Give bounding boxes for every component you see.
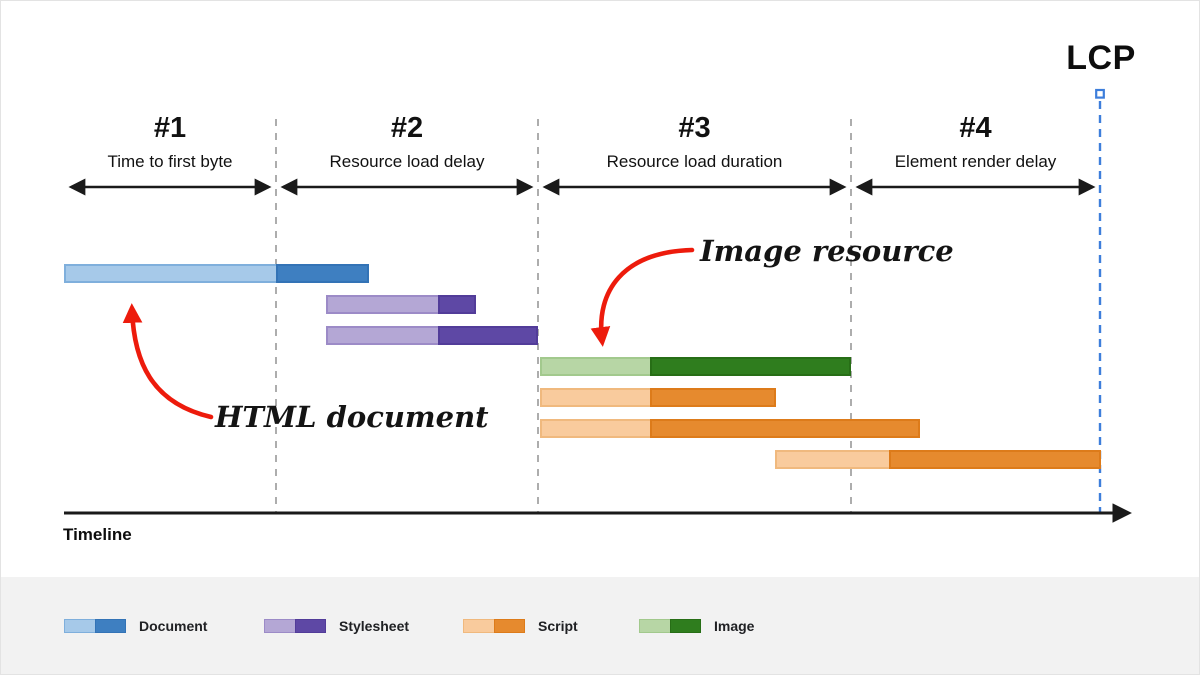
phase-number: #2 [390,112,424,144]
legend-item-stylesheet: Stylesheet [264,619,424,634]
legend-label: Image [714,618,755,634]
legend-swatch-document [64,619,126,633]
legend-swatch-dark [670,619,701,633]
bar-segment-active [889,450,1101,469]
legend-item-image: Image [639,619,799,634]
legend-swatch-image [639,619,701,633]
bar-script [540,419,920,438]
bar-segment-wait [540,419,650,438]
bar-segment-wait [540,388,650,407]
legend: Document Stylesheet Script Image [1,577,1199,674]
bar-document [64,264,369,283]
bar-stylesheet [326,326,538,345]
legend-label: Stylesheet [339,618,410,634]
phase-number: #4 [959,112,992,144]
phase-number: #3 [678,112,711,144]
bar-image [540,357,851,376]
phase-label: Resource load delay [329,151,485,171]
bar-segment-active [438,295,476,314]
bar-segment-wait [326,326,438,345]
phase-label: Element render delay [894,151,1057,171]
bar-segment-active [276,264,369,283]
legend-item-script: Script [463,619,623,634]
bar-segment-active [650,388,776,407]
phase-number: #1 [153,112,187,144]
bar-script [775,450,1101,469]
bar-segment-active [650,419,920,438]
lcp-label: LCP [1066,39,1136,77]
legend-swatch-light [463,619,494,633]
bar-segment-wait [775,450,889,469]
timeline-axis-label: Timeline [63,525,132,544]
bar-segment-active [438,326,538,345]
bar-segment-wait [64,264,276,283]
annotation-html-document: HTML document [215,400,489,434]
legend-swatch-dark [295,619,326,633]
lcp-marker [1095,88,1105,99]
legend-swatch-dark [95,619,126,633]
legend-item-document: Document [64,619,224,634]
legend-swatch-light [639,619,670,633]
legend-swatch-stylesheet [264,619,326,633]
bar-segment-wait [540,357,650,376]
bar-stylesheet [326,295,476,314]
legend-swatch-light [264,619,295,633]
bar-script [540,388,776,407]
legend-swatch-light [64,619,95,633]
annotation-image-resource: Image resource [700,234,954,268]
legend-label: Script [538,618,578,634]
legend-swatch-script [463,619,525,633]
bar-segment-wait [326,295,438,314]
legend-swatch-dark [494,619,525,633]
phase-label: Time to first byte [107,151,233,171]
html-document-arrow [122,303,214,420]
image-resource-arrow [590,247,695,347]
legend-label: Document [139,618,208,634]
phase-label: Resource load duration [606,151,783,171]
bar-segment-active [650,357,851,376]
